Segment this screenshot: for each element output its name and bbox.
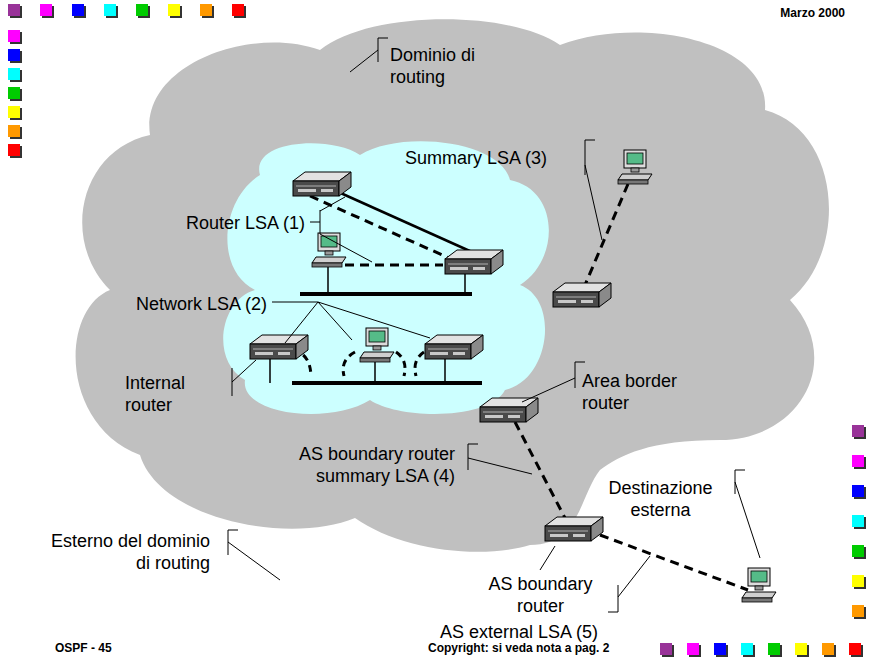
decor-square [8,125,20,137]
decor-square [72,4,84,16]
lsa-path [600,535,748,590]
router-icon [545,517,603,541]
lsa-callout-box: AS boundary router summary LSA (4) [270,443,455,487]
routing-domain-cloud [76,19,829,551]
decor-square [8,4,20,16]
bus-drop [269,359,271,383]
decor-square [714,643,726,655]
lsa-path [415,352,424,376]
bus-drop [464,274,466,294]
leader-lines [228,38,760,612]
decor-square [741,643,753,655]
lsa-callout-box: Network LSA (2) [125,293,267,315]
lsa-callout: Router LSA (1) [165,212,305,234]
lsa-callout-box: Router LSA (1) [165,212,305,234]
copyright-note-box: Copyright: si veda nota a pag. 2 [428,641,609,656]
date-stamp: Marzo 2000 [740,6,845,21]
decor-square [8,144,20,156]
lan-bus [300,292,472,296]
lsa-callout-box: AS external LSA (5) [440,621,598,643]
lsa-callout: AS boundary router summary LSA (4) [270,443,455,487]
decor-square [687,643,699,655]
date-stamp-box: Marzo 2000 [740,6,845,21]
router-role-label-box: AS boundary router [483,573,598,617]
lsa-callout-box: Summary LSA (3) [405,147,547,169]
lan-bus [292,381,482,385]
decor-square [822,643,834,655]
decor-square [852,455,864,467]
destination-label: Destinazione esterna [598,477,723,521]
router-role-label: Internal router [125,372,205,416]
decor-square [852,425,864,437]
decor-square [849,643,861,655]
lsa-callout: Summary LSA (3) [405,147,547,169]
decor-square [8,68,20,80]
decor-square [852,575,864,587]
decor-square [136,4,148,16]
decor-square [8,49,20,61]
region-label: Dominio di routing [390,44,485,88]
lsa-path [345,264,443,267]
lsa-path [343,352,355,376]
copyright-note: Copyright: si veda nota a pag. 2 [428,641,609,656]
router-role-label-box: Internal router [125,372,205,416]
decor-square [200,4,212,16]
bus-drop [374,362,376,383]
decor-square [795,643,807,655]
host-icon [742,568,776,602]
lsa-path [585,184,628,285]
router-icon [293,172,351,196]
decor-square [8,87,20,99]
bus-drop [444,359,446,383]
decor-square [852,515,864,527]
router-icon [480,398,538,422]
region-label-box: Esterno del dominio di routing [40,530,210,574]
lsa-callout: AS external LSA (5) [440,621,598,643]
decor-square [852,545,864,557]
decor-square [660,643,672,655]
router-icon [553,283,611,307]
router-icon [445,250,503,274]
decor-square [852,485,864,497]
point-to-point-link [325,186,472,252]
decor-square [8,106,20,118]
decor-square [168,4,180,16]
decor-square [852,605,864,617]
decor-square [768,643,780,655]
host-icon [618,150,652,184]
lsa-callout: Network LSA (2) [125,293,267,315]
decor-square [8,30,20,42]
page-number: OSPF - 45 [55,641,112,656]
host-icon [312,233,346,267]
router-role-label-box: Area border router [582,370,694,414]
page-number-box: OSPF - 45 [55,641,112,656]
lsa-path [515,422,565,518]
area-cloud [223,141,549,414]
region-label: Esterno del dominio di routing [40,530,210,574]
decor-square [40,4,52,16]
decor-square [104,4,116,16]
lsa-path [396,352,405,376]
router-role-label: Area border router [582,370,694,414]
router-icon [250,335,308,359]
region-label-box: Dominio di routing [390,44,485,88]
router-role-label: AS boundary router [483,573,598,617]
host-icon [360,328,394,362]
destination-label-box: Destinazione esterna [598,477,723,521]
decor-square [232,4,244,16]
router-icon [425,335,483,359]
bus-drop [327,267,329,294]
